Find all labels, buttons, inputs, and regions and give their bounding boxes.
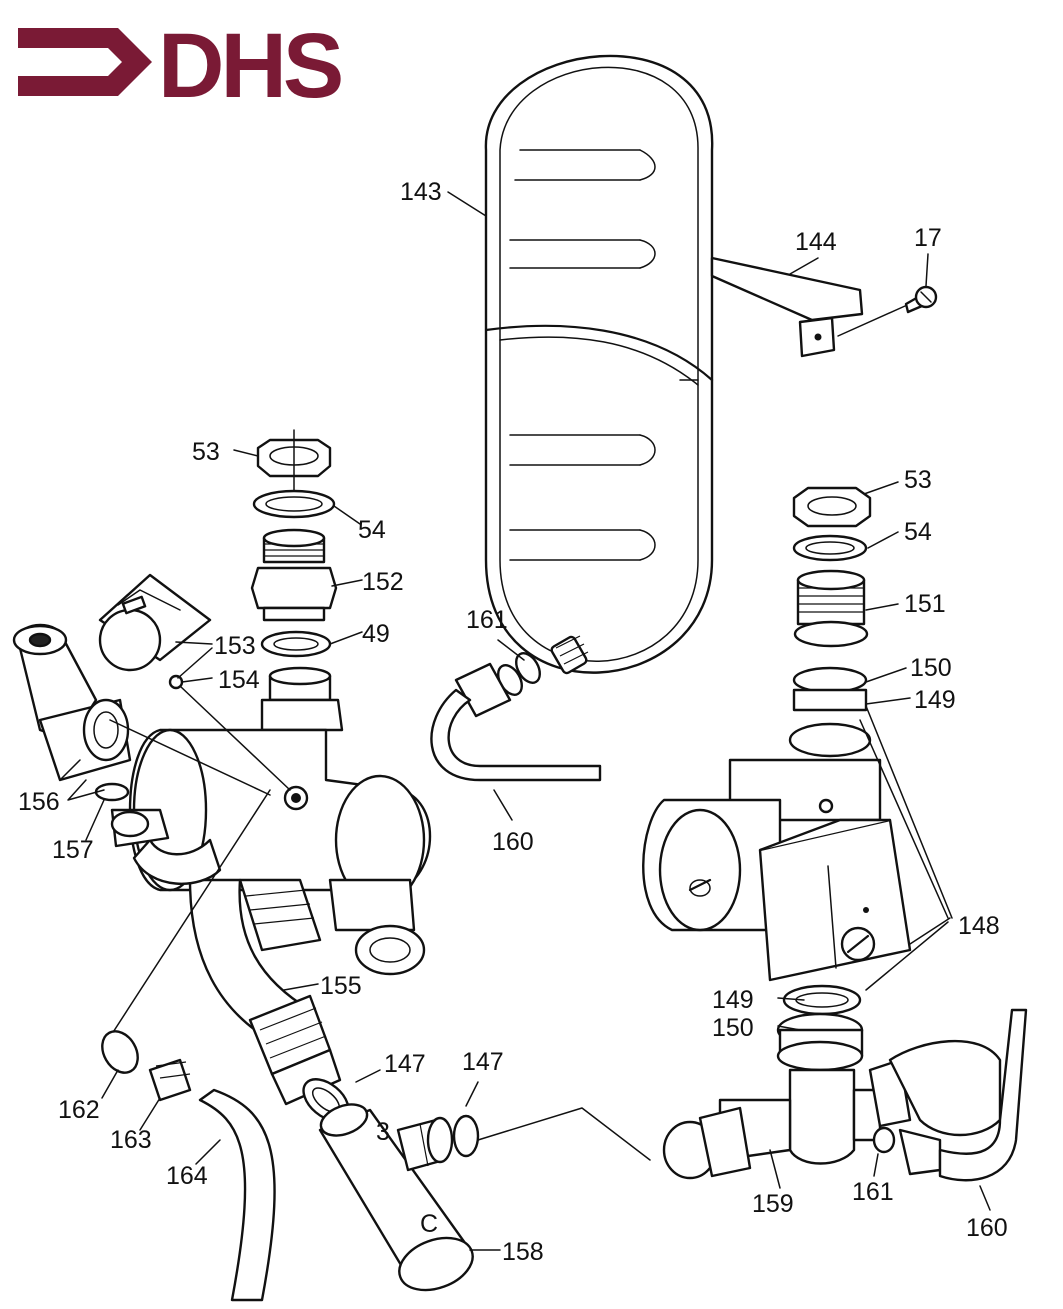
label-17: 17 bbox=[914, 224, 942, 252]
label-160-top: 160 bbox=[492, 828, 534, 856]
logo-text: DHS bbox=[158, 15, 341, 117]
pressure-switch bbox=[98, 573, 291, 791]
right-pipe-stack bbox=[788, 486, 872, 758]
label-150-bottom: 150 bbox=[712, 1014, 754, 1042]
drain-valve: 3 C bbox=[302, 1078, 474, 1292]
logo-arrow-icon bbox=[18, 28, 152, 96]
label-161-bottom: 161 bbox=[852, 1178, 894, 1206]
label-143: 143 bbox=[400, 178, 442, 206]
safety-valve bbox=[12, 623, 271, 796]
label-150-top: 150 bbox=[910, 654, 952, 682]
label-163: 163 bbox=[110, 1126, 152, 1154]
label-147-left: 147 bbox=[384, 1050, 426, 1078]
o-ring bbox=[452, 1114, 480, 1158]
label-144: 144 bbox=[795, 228, 837, 256]
label-155: 155 bbox=[320, 972, 362, 1000]
svg-text:C: C bbox=[420, 1210, 438, 1238]
label-161-top: 161 bbox=[466, 606, 508, 634]
tee-fitting bbox=[662, 1008, 1028, 1182]
label-152: 152 bbox=[362, 568, 404, 596]
label-151: 151 bbox=[904, 590, 946, 618]
vessel-hose bbox=[430, 652, 602, 782]
label-53-left: 53 bbox=[192, 438, 220, 466]
label-49: 49 bbox=[362, 620, 390, 648]
left-pipe-stack bbox=[250, 429, 344, 732]
label-149-bottom: 149 bbox=[712, 986, 754, 1014]
label-157: 157 bbox=[52, 836, 94, 864]
part-labels: 143 144 17 53 54 152 49 153 154 156 157 … bbox=[18, 178, 1008, 1266]
label-160-bottom: 160 bbox=[966, 1214, 1008, 1242]
small-fittings-left bbox=[101, 1030, 276, 1302]
compression-fitting bbox=[94, 782, 170, 848]
label-54-right: 54 bbox=[904, 518, 932, 546]
label-164: 164 bbox=[166, 1162, 208, 1190]
label-149-top: 149 bbox=[914, 686, 956, 714]
label-148: 148 bbox=[958, 912, 1000, 940]
left-manifold bbox=[128, 728, 432, 1106]
label-53-right: 53 bbox=[904, 466, 932, 494]
label-162: 162 bbox=[58, 1096, 100, 1124]
bracket bbox=[710, 256, 906, 358]
label-54-left: 54 bbox=[358, 516, 386, 544]
label-158: 158 bbox=[502, 1238, 544, 1266]
svg-text:3: 3 bbox=[376, 1118, 390, 1146]
pump-union-lower bbox=[776, 984, 864, 1072]
circulating-pump bbox=[642, 758, 912, 982]
label-156: 156 bbox=[18, 788, 60, 816]
label-147-right: 147 bbox=[462, 1048, 504, 1076]
label-154: 154 bbox=[218, 666, 260, 694]
dhs-logo: DHS bbox=[18, 15, 345, 117]
label-159: 159 bbox=[752, 1190, 794, 1218]
expansion-vessel bbox=[484, 54, 714, 675]
screw bbox=[904, 285, 938, 314]
label-153: 153 bbox=[214, 632, 256, 660]
